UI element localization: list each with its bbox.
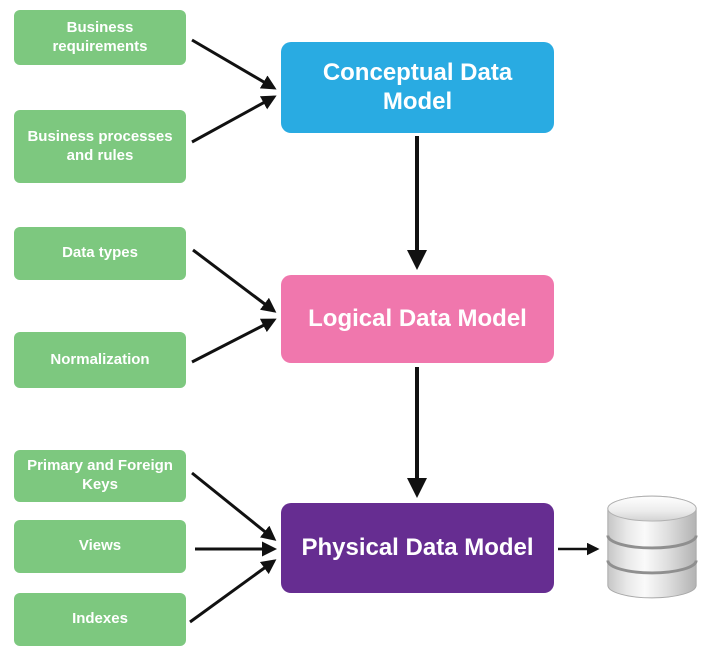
stage-label: Logical Data Model [308, 304, 527, 332]
stage-box-logical-data-model: Logical Data Model [281, 275, 554, 363]
input-box-business-processes-and-rules: Business processes and rules [14, 110, 186, 183]
input-box-views: Views [14, 520, 186, 573]
stage-label: Conceptual Data Model [322, 58, 513, 115]
input-box-normalization: Normalization [14, 332, 186, 388]
input-box-business-requirements: Business requirements [14, 10, 186, 65]
arrow-normalization-to-logical [191, 318, 277, 364]
arrow-business-processes-to-conceptual [191, 95, 277, 144]
input-label: Indexes [72, 610, 128, 628]
input-label: Views [78, 537, 122, 555]
arrow-indexes-to-physical [189, 559, 277, 624]
input-box-indexes: Indexes [14, 593, 186, 646]
input-box-data-types: Data types [14, 227, 186, 280]
input-label: Data types [62, 244, 138, 262]
database-cylinder-icon [606, 495, 698, 599]
input-label: Business requirements [52, 18, 148, 55]
input-label: Normalization [50, 350, 150, 368]
stage-box-conceptual-data-model: Conceptual Data Model [281, 42, 554, 133]
stage-label: Physical Data Model [301, 533, 534, 561]
arrow-primary-foreign-keys-to-physical [191, 471, 277, 541]
input-label: Business processes and rules [27, 127, 173, 164]
input-label: Primary and Foreign Keys [27, 457, 173, 493]
stage-box-physical-data-model: Physical Data Model [281, 503, 554, 593]
arrow-data-types-to-logical [192, 248, 277, 313]
input-box-primary-and-foreign-keys: Primary and Foreign Keys [14, 450, 186, 502]
arrow-business-requirements-to-conceptual [191, 38, 277, 90]
